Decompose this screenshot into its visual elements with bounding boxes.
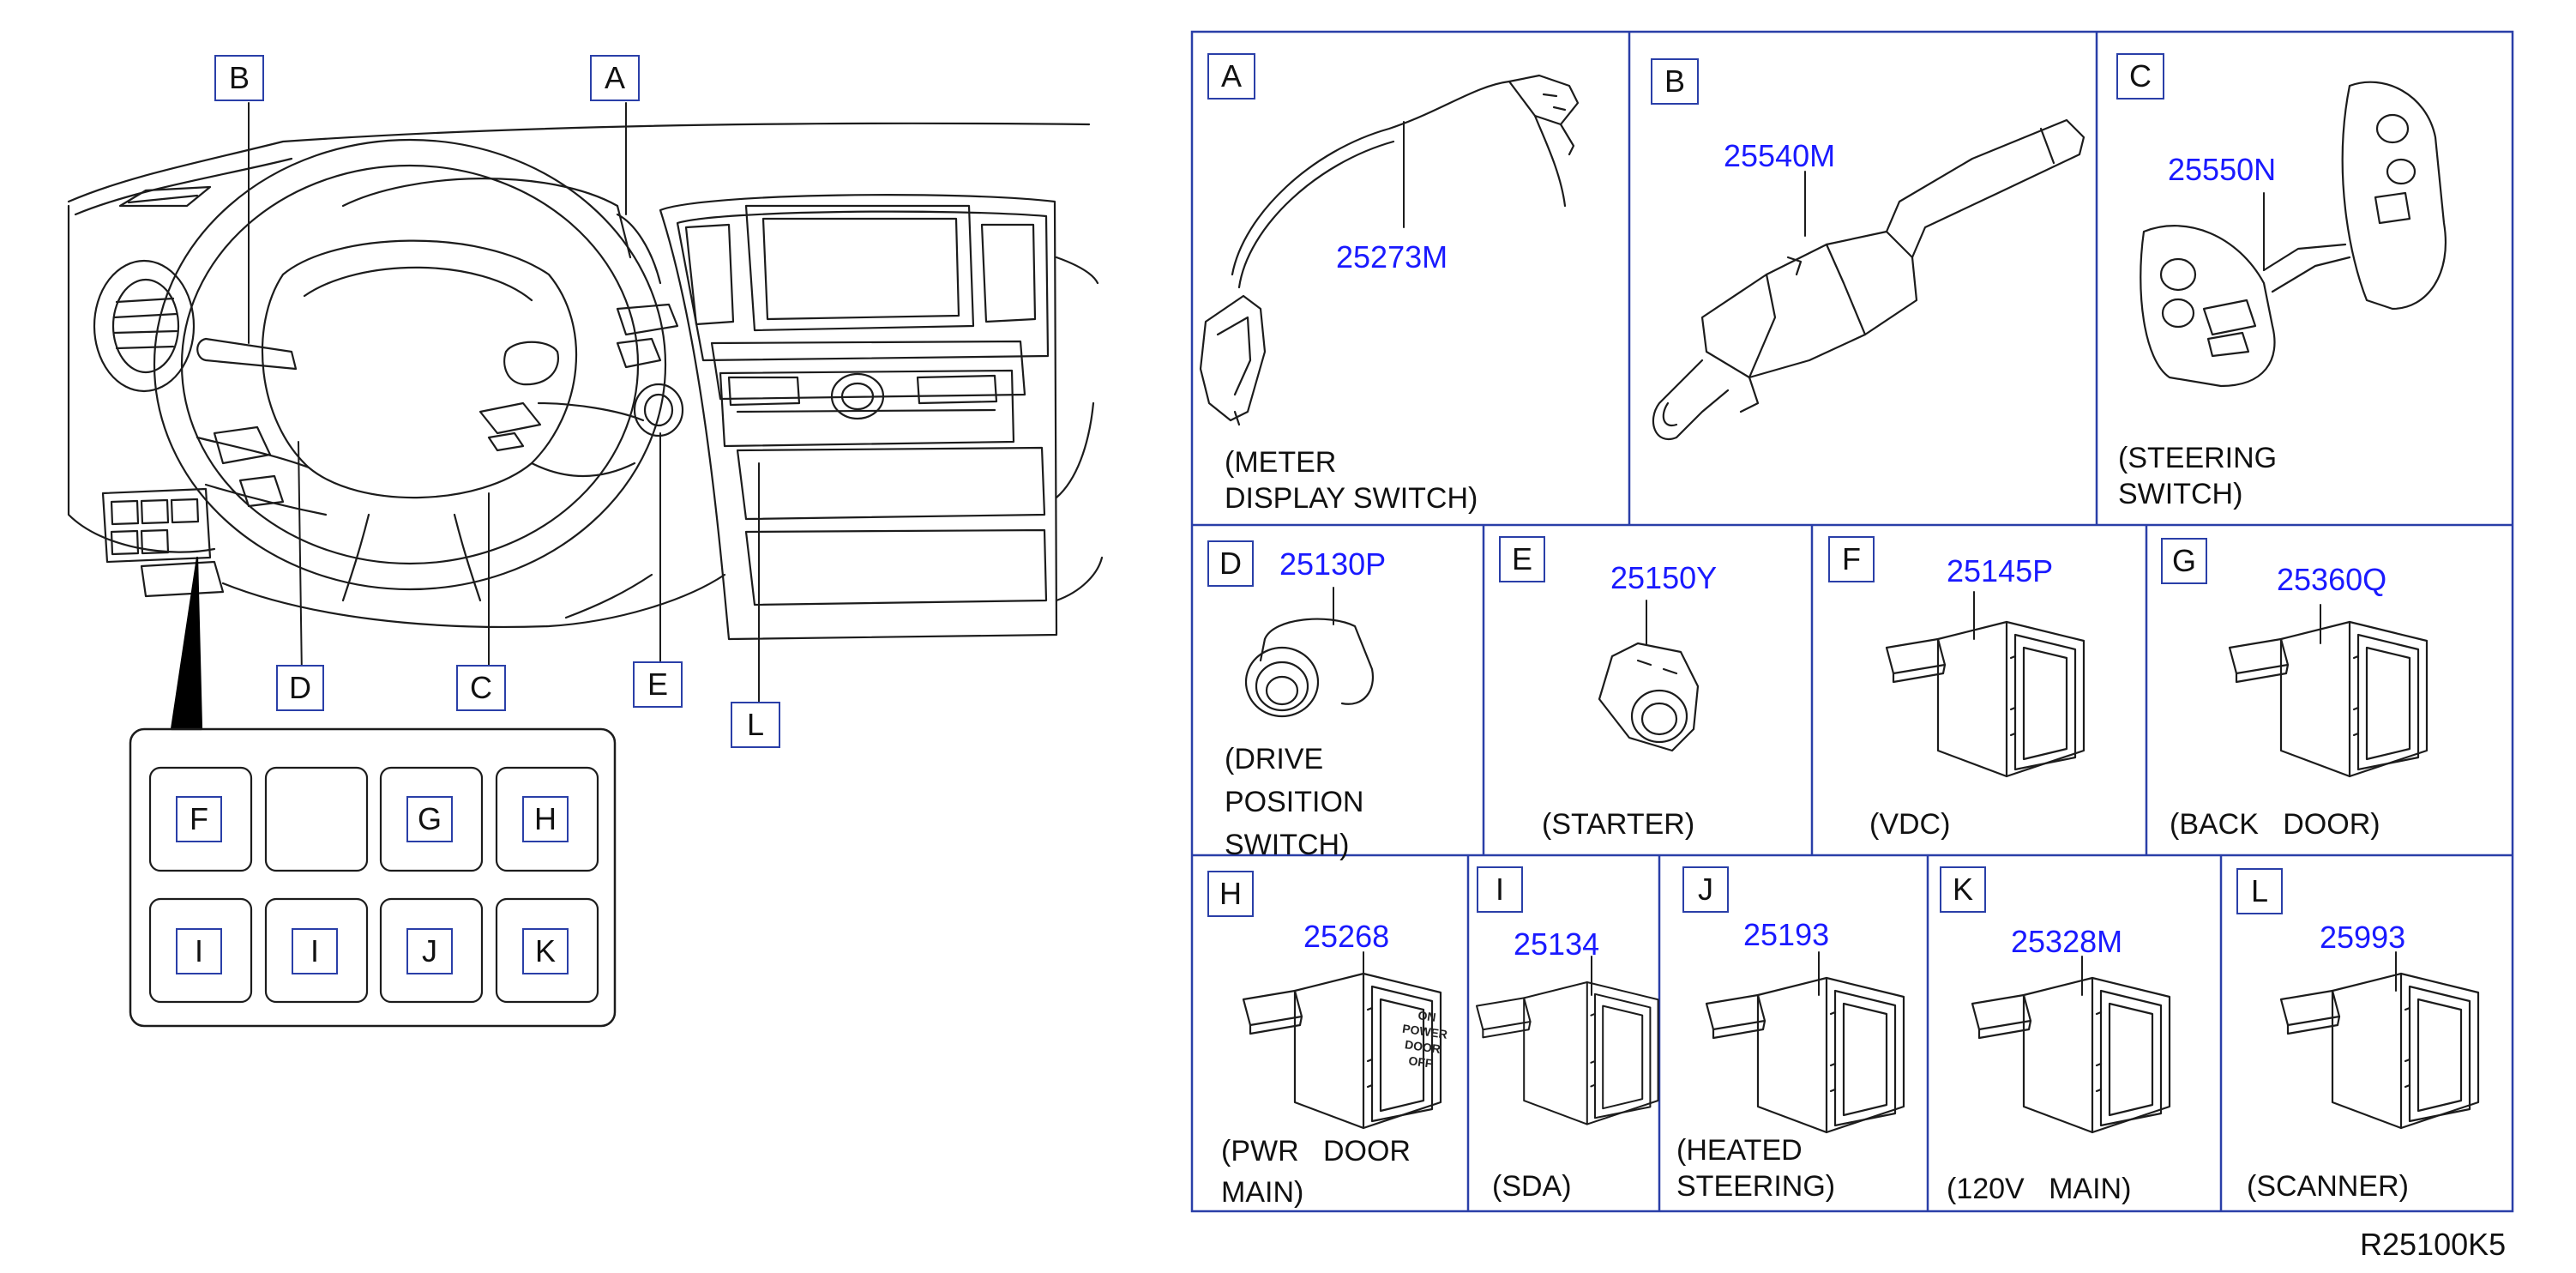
part-number-b: 25540M: [1724, 138, 1836, 173]
combination-switch-icon: [1652, 118, 2085, 440]
caption-l: (SCANNER): [2247, 1170, 2409, 1203]
caption-c: (STEERING SWITCH): [2118, 442, 2278, 510]
cell-letter-b: B: [1651, 58, 1699, 105]
inset-label-i-2: I: [292, 928, 338, 974]
rocker-switch-icon: [2279, 972, 2480, 1130]
part-number-e: 25150Y: [1610, 560, 1718, 595]
cell-letter-c: C: [2116, 53, 2164, 100]
callout-a: A: [590, 55, 640, 101]
cell-letter-k: K: [1940, 866, 1986, 913]
part-number-i: 25134: [1514, 926, 1600, 962]
cell-letter-d: D: [1207, 540, 1254, 587]
diagram-code: R25100K5: [2360, 1227, 2507, 1262]
rocker-switch-icon: [1885, 620, 2085, 778]
drive-position-switch-icon: [1244, 618, 1375, 718]
part-number-d: 25130P: [1279, 546, 1387, 582]
dashboard-drawing: [67, 102, 1104, 1028]
inset-label-h: H: [522, 796, 569, 842]
steering-switch-icon: [2140, 81, 2447, 388]
starter-switch-icon: [1598, 642, 1700, 752]
caption-i: (SDA): [1492, 1170, 1572, 1203]
meter-display-switch-icon: [1199, 74, 1580, 426]
part-number-l: 25993: [2320, 920, 2406, 955]
cell-letter-f: F: [1828, 536, 1875, 582]
caption-d: (DRIVE POSITION SWITCH): [1225, 743, 1364, 861]
part-number-g: 25360Q: [2277, 562, 2387, 597]
grid-frame: [1190, 30, 2514, 1213]
inset-label-j: J: [406, 928, 453, 974]
callout-e: E: [633, 661, 683, 708]
part-number-f: 25145P: [1947, 553, 2054, 588]
inset-label-g: G: [406, 796, 453, 842]
inset-label-k: K: [522, 928, 569, 974]
caption-g: (BACK DOOR): [2170, 808, 2380, 841]
inset-label-i-1: I: [176, 928, 222, 974]
caption-j: (HEATED STEERING): [1676, 1134, 1836, 1203]
rocker-switch-icon: [2228, 620, 2429, 778]
cell-letter-i: I: [1477, 866, 1523, 913]
part-number-h: 25268: [1303, 919, 1390, 954]
cell-letter-a: A: [1207, 53, 1255, 100]
callout-d: D: [276, 665, 324, 711]
part-number-a: 25273M: [1336, 239, 1448, 275]
cell-letter-j: J: [1682, 866, 1729, 913]
cell-letter-g: G: [2161, 538, 2207, 584]
rocker-switch-icon: [1971, 976, 2171, 1134]
rocker-switch-icon: [1705, 976, 1905, 1134]
caption-e: (STARTER): [1542, 808, 1695, 841]
caption-h: (PWR DOOR MAIN): [1221, 1135, 1411, 1209]
part-number-c: 25550N: [2168, 152, 2277, 187]
cell-letter-e: E: [1499, 536, 1545, 582]
cell-letter-h: H: [1207, 871, 1254, 917]
caption-a: (METER DISPLAY SWITCH): [1225, 446, 1478, 515]
caption-k: (120V MAIN): [1947, 1173, 2132, 1205]
caption-f: (VDC): [1869, 808, 1951, 841]
callout-b: B: [214, 55, 264, 101]
callout-l: L: [731, 702, 780, 748]
inset-label-f: F: [176, 796, 222, 842]
rocker-switch-icon: [1475, 980, 1659, 1125]
part-number-j: 25193: [1743, 917, 1830, 952]
callout-c: C: [456, 665, 506, 711]
cell-letter-l: L: [2236, 868, 2283, 914]
part-number-k: 25328M: [2011, 924, 2123, 959]
